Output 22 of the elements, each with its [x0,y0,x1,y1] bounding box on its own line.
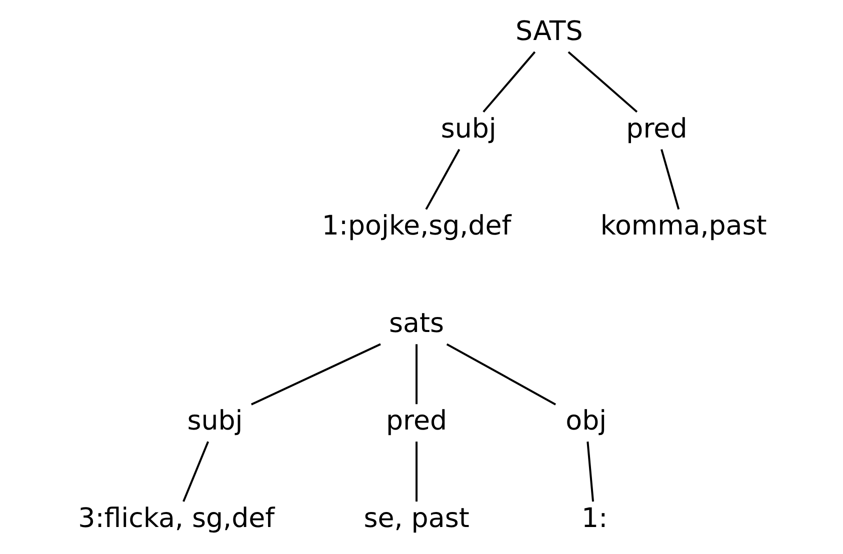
node-text: pred [626,113,687,144]
node-text: 1:pojke,sg,def [321,210,511,242]
node-text: komma,past [600,210,766,242]
node-text: subj [440,113,496,144]
connector [586,442,594,502]
connector [482,51,536,113]
connector [660,149,680,210]
connector [446,343,556,406]
connector [567,51,638,113]
connector [182,441,209,502]
node-text: 3:flicka, sg,def [78,502,274,534]
connector [250,343,380,406]
node-text: sats [388,308,444,340]
connector [424,148,460,210]
node-text: 1: [581,502,608,534]
node-text: pred [386,406,447,436]
node-text: SATS [515,16,582,47]
connector [415,442,418,502]
node-text: subj [186,406,242,436]
node-text: se, past [363,502,469,534]
node-text: obj [565,406,606,436]
connector [415,344,418,404]
